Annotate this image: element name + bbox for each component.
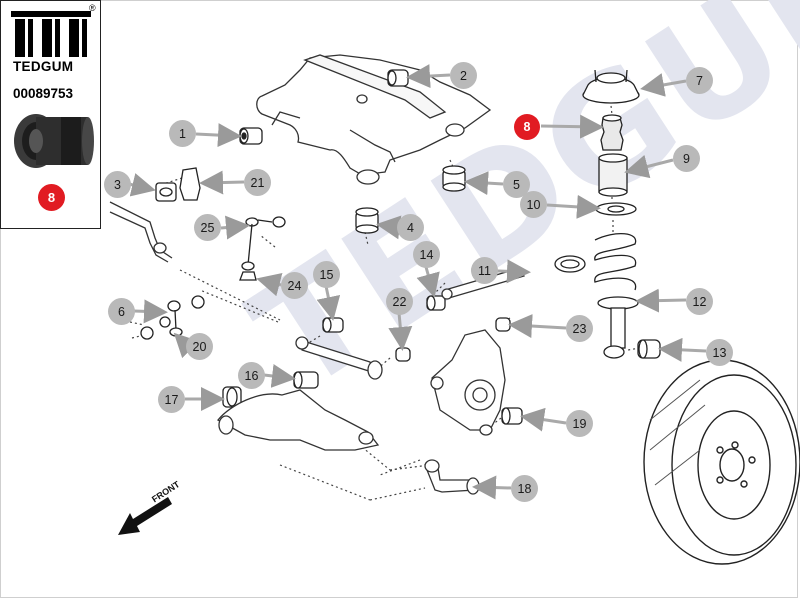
callout-1[interactable]: 1	[169, 120, 196, 147]
callout-22[interactable]: 22	[386, 288, 413, 315]
callout-12[interactable]: 12	[686, 288, 713, 315]
callout-17[interactable]: 17	[158, 386, 185, 413]
callout-20[interactable]: 20	[186, 333, 213, 360]
callout-25[interactable]: 25	[194, 214, 221, 241]
brand-name: TEDGUM	[13, 59, 74, 74]
product-info-panel: ® TEDGUM 00089753 8	[0, 0, 101, 229]
callout-18[interactable]: 18	[511, 475, 538, 502]
callout-23[interactable]: 23	[566, 315, 593, 342]
callout-3[interactable]: 3	[104, 171, 131, 198]
callout-15[interactable]: 15	[313, 261, 340, 288]
callout-24[interactable]: 24	[281, 272, 308, 299]
callout-4[interactable]: 4	[397, 214, 424, 241]
highlight-badge: 8	[38, 184, 65, 211]
callout-10[interactable]: 10	[520, 191, 547, 218]
callout-19[interactable]: 19	[566, 410, 593, 437]
part-number: 00089753	[13, 86, 74, 101]
callout-14[interactable]: 14	[413, 241, 440, 268]
callout-16[interactable]: 16	[238, 362, 265, 389]
registered-mark: ®	[89, 3, 96, 13]
callout-7[interactable]: 7	[686, 67, 713, 94]
callout-8[interactable]: 8	[514, 114, 540, 140]
callout-6[interactable]: 6	[108, 298, 135, 325]
callout-9[interactable]: 9	[673, 145, 700, 172]
callout-2[interactable]: 2	[450, 62, 477, 89]
callout-21[interactable]: 21	[244, 169, 271, 196]
callout-11[interactable]: 11	[471, 257, 498, 284]
bushing-photo-icon	[14, 114, 94, 168]
tedgum-logo-icon	[11, 11, 91, 57]
callout-13[interactable]: 13	[706, 339, 733, 366]
